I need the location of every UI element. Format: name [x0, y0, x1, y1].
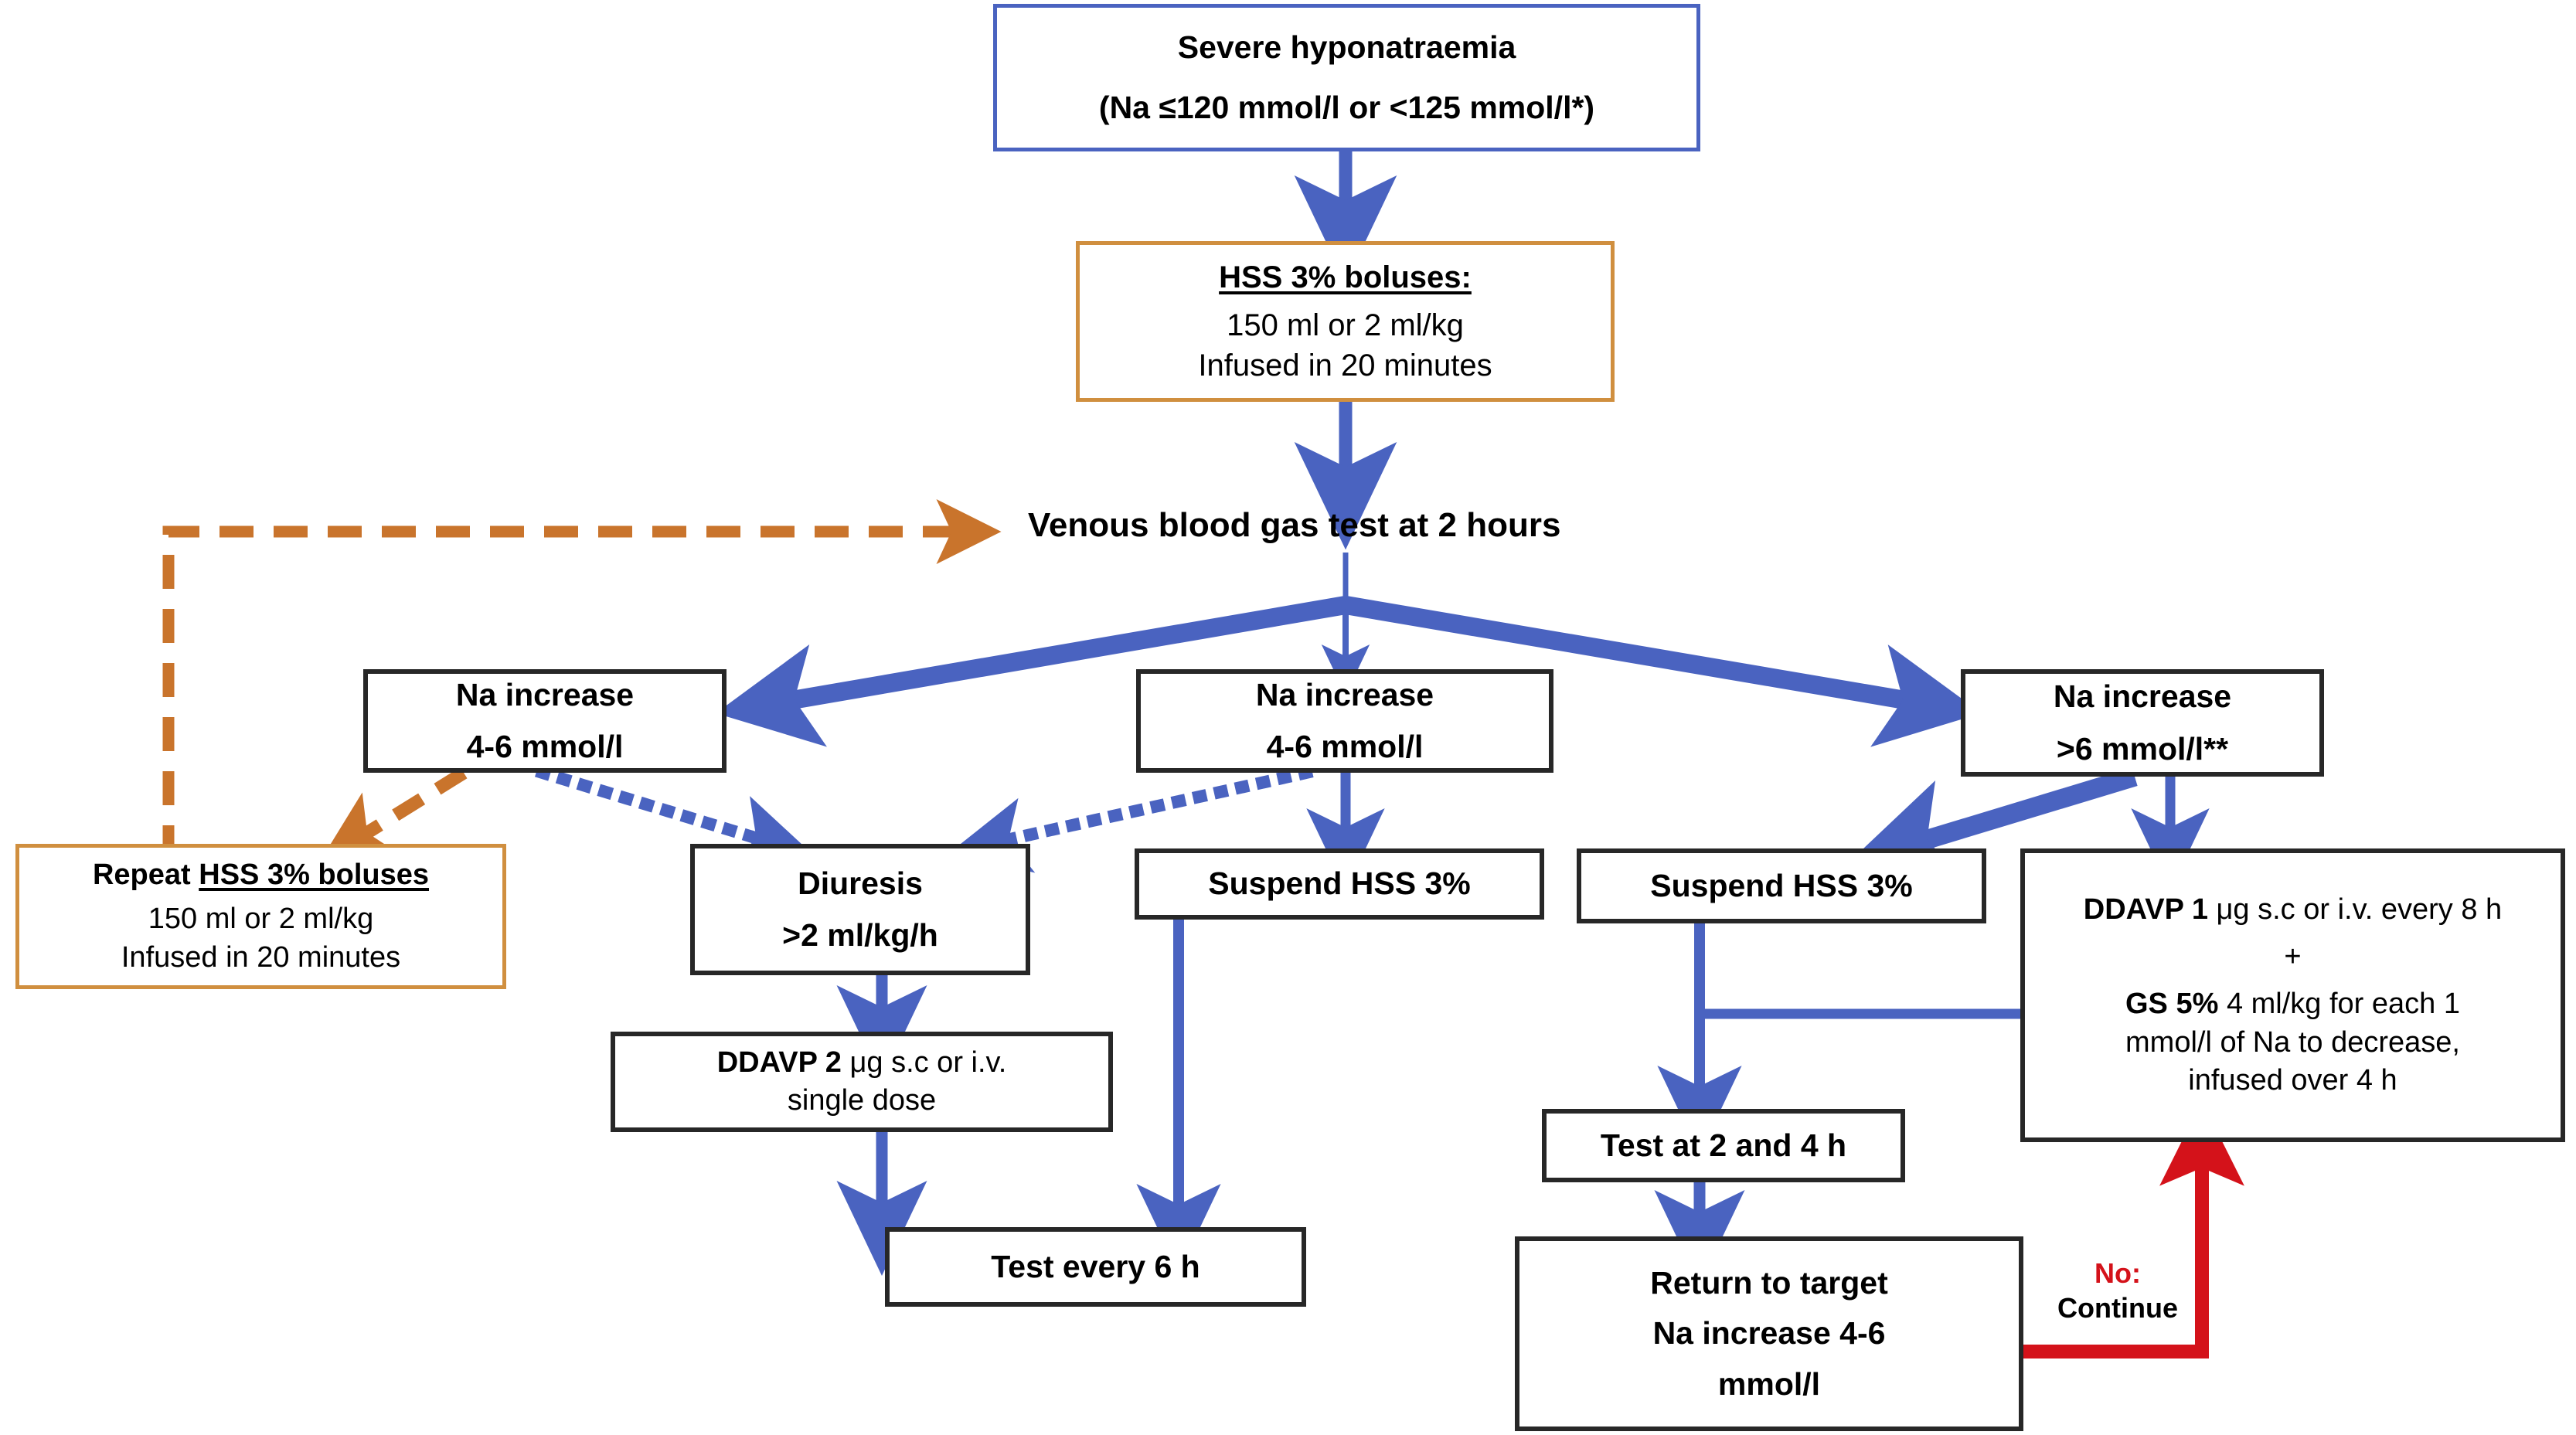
node-ddavp-2[interactable]: DDAVP 2 μg s.c or i.v. single dose — [611, 1032, 1113, 1132]
edge-na-center-to-diuresis — [949, 765, 1314, 873]
return-to-target-line3: mmol/l — [1717, 1365, 1821, 1402]
ddavp1-line1: DDAVP 1 μg s.c or i.v. every 8 h — [2084, 891, 2502, 929]
test-2-4h-label: Test at 2 and 4 h — [1600, 1127, 1847, 1163]
label-venous-blood-gas-test: Venous blood gas test at 2 hours — [1028, 506, 1561, 544]
test-every-6h-label: Test every 6 h — [991, 1248, 1200, 1284]
edge-na-right-to-suspend — [1847, 767, 2138, 884]
ddavp1-line1-bold: DDAVP 1 — [2083, 893, 2208, 926]
return-to-target-line2: Na increase 4-6 — [1652, 1315, 1886, 1352]
node-severe-hyponatraemia[interactable]: Severe hyponatraemia (Na ≤120 mmol/l or … — [993, 4, 1700, 151]
node-hss-boluses[interactable]: HSS 3% boluses: 150 ml or 2 ml/kg Infuse… — [1076, 241, 1615, 402]
na-increase-right-line2: >6 mmol/l** — [2056, 730, 2229, 767]
node-na-increase-left[interactable]: Na increase 4-6 mmol/l — [363, 669, 727, 773]
suspend-hss-center-label: Suspend HSS 3% — [1208, 865, 1471, 902]
ddavp1-line4: mmol/l of Na to decrease, — [2125, 1025, 2460, 1059]
na-increase-left-line2: 4-6 mmol/l — [466, 729, 624, 764]
node-ddavp-1-gs-5[interactable]: DDAVP 1 μg s.c or i.v. every 8 h + GS 5%… — [2020, 848, 2565, 1142]
ddavp1-line5: infused over 4 h — [2188, 1064, 2397, 1097]
edge-label-continue: Continue — [2057, 1292, 2178, 1324]
ddavp2-line2: single dose — [787, 1084, 937, 1117]
repeat-hss-line2: Infused in 20 minutes — [121, 940, 401, 974]
ddavp1-plus: + — [2284, 940, 2302, 973]
ddavp1-gs5-bold: GS 5% — [2125, 988, 2219, 1021]
return-to-target-line1: Return to target — [1650, 1265, 1888, 1301]
na-increase-center-line2: 4-6 mmol/l — [1266, 729, 1424, 764]
node-test-at-2-and-4-h[interactable]: Test at 2 and 4 h — [1542, 1109, 1905, 1182]
edge-na-left-to-diuresis — [535, 765, 815, 869]
ddavp1-line1-rest: μg s.c or i.v. every 8 h — [2207, 893, 2503, 926]
ddavp1-gs5-rest: 4 ml/kg for each 1 — [2218, 988, 2460, 1021]
hss-boluses-line2: Infused in 20 minutes — [1198, 349, 1492, 383]
repeat-hss-heading-plain: Repeat — [92, 858, 199, 891]
severe-hyponatraemia-line2: (Na ≤120 mmol/l or <125 mmol/l*) — [1098, 89, 1595, 125]
severe-hyponatraemia-line1: Severe hyponatraemia — [1177, 29, 1516, 66]
edge-na-left-to-repeat-hss — [319, 767, 468, 863]
repeat-hss-heading-underlined: HSS 3% boluses — [199, 858, 430, 891]
na-increase-center-line1: Na increase — [1255, 676, 1434, 712]
ddavp2-rest: μg s.c or i.v. — [841, 1046, 1007, 1079]
na-increase-right-line1: Na increase — [2053, 678, 2232, 715]
ddavp2-bold: DDAVP 2 — [716, 1046, 842, 1079]
suspend-hss-right-label: Suspend HSS 3% — [1650, 867, 1913, 903]
node-repeat-hss-boluses[interactable]: Repeat HSS 3% boluses 150 ml or 2 ml/kg … — [15, 844, 506, 989]
node-suspend-hss-center[interactable]: Suspend HSS 3% — [1135, 848, 1544, 920]
diuresis-line1: Diuresis — [798, 865, 923, 901]
edge-label-no-continue: No: Continue — [2044, 1256, 2191, 1325]
hss-boluses-line1: 150 ml or 2 ml/kg — [1227, 308, 1464, 342]
diuresis-line2: >2 ml/kg/h — [782, 917, 938, 953]
repeat-hss-heading: Repeat HSS 3% boluses — [93, 856, 429, 894]
na-increase-left-line1: Na increase — [455, 676, 635, 712]
edge-label-no: No: — [2094, 1257, 2141, 1289]
node-na-increase-center[interactable]: Na increase 4-6 mmol/l — [1136, 669, 1553, 773]
node-na-increase-right[interactable]: Na increase >6 mmol/l** — [1961, 669, 2324, 777]
ddavp1-line3: GS 5% 4 ml/kg for each 1 — [2125, 985, 2460, 1023]
node-test-every-6-h[interactable]: Test every 6 h — [885, 1227, 1306, 1307]
node-suspend-hss-right[interactable]: Suspend HSS 3% — [1577, 848, 1986, 923]
repeat-hss-line1: 150 ml or 2 ml/kg — [148, 903, 374, 936]
node-diuresis[interactable]: Diuresis >2 ml/kg/h — [690, 844, 1030, 975]
hss-boluses-heading: HSS 3% boluses: — [1219, 260, 1472, 294]
ddavp2-line1: DDAVP 2 μg s.c or i.v. — [717, 1044, 1007, 1082]
node-return-to-target[interactable]: Return to target Na increase 4-6 mmol/l — [1515, 1236, 2023, 1431]
